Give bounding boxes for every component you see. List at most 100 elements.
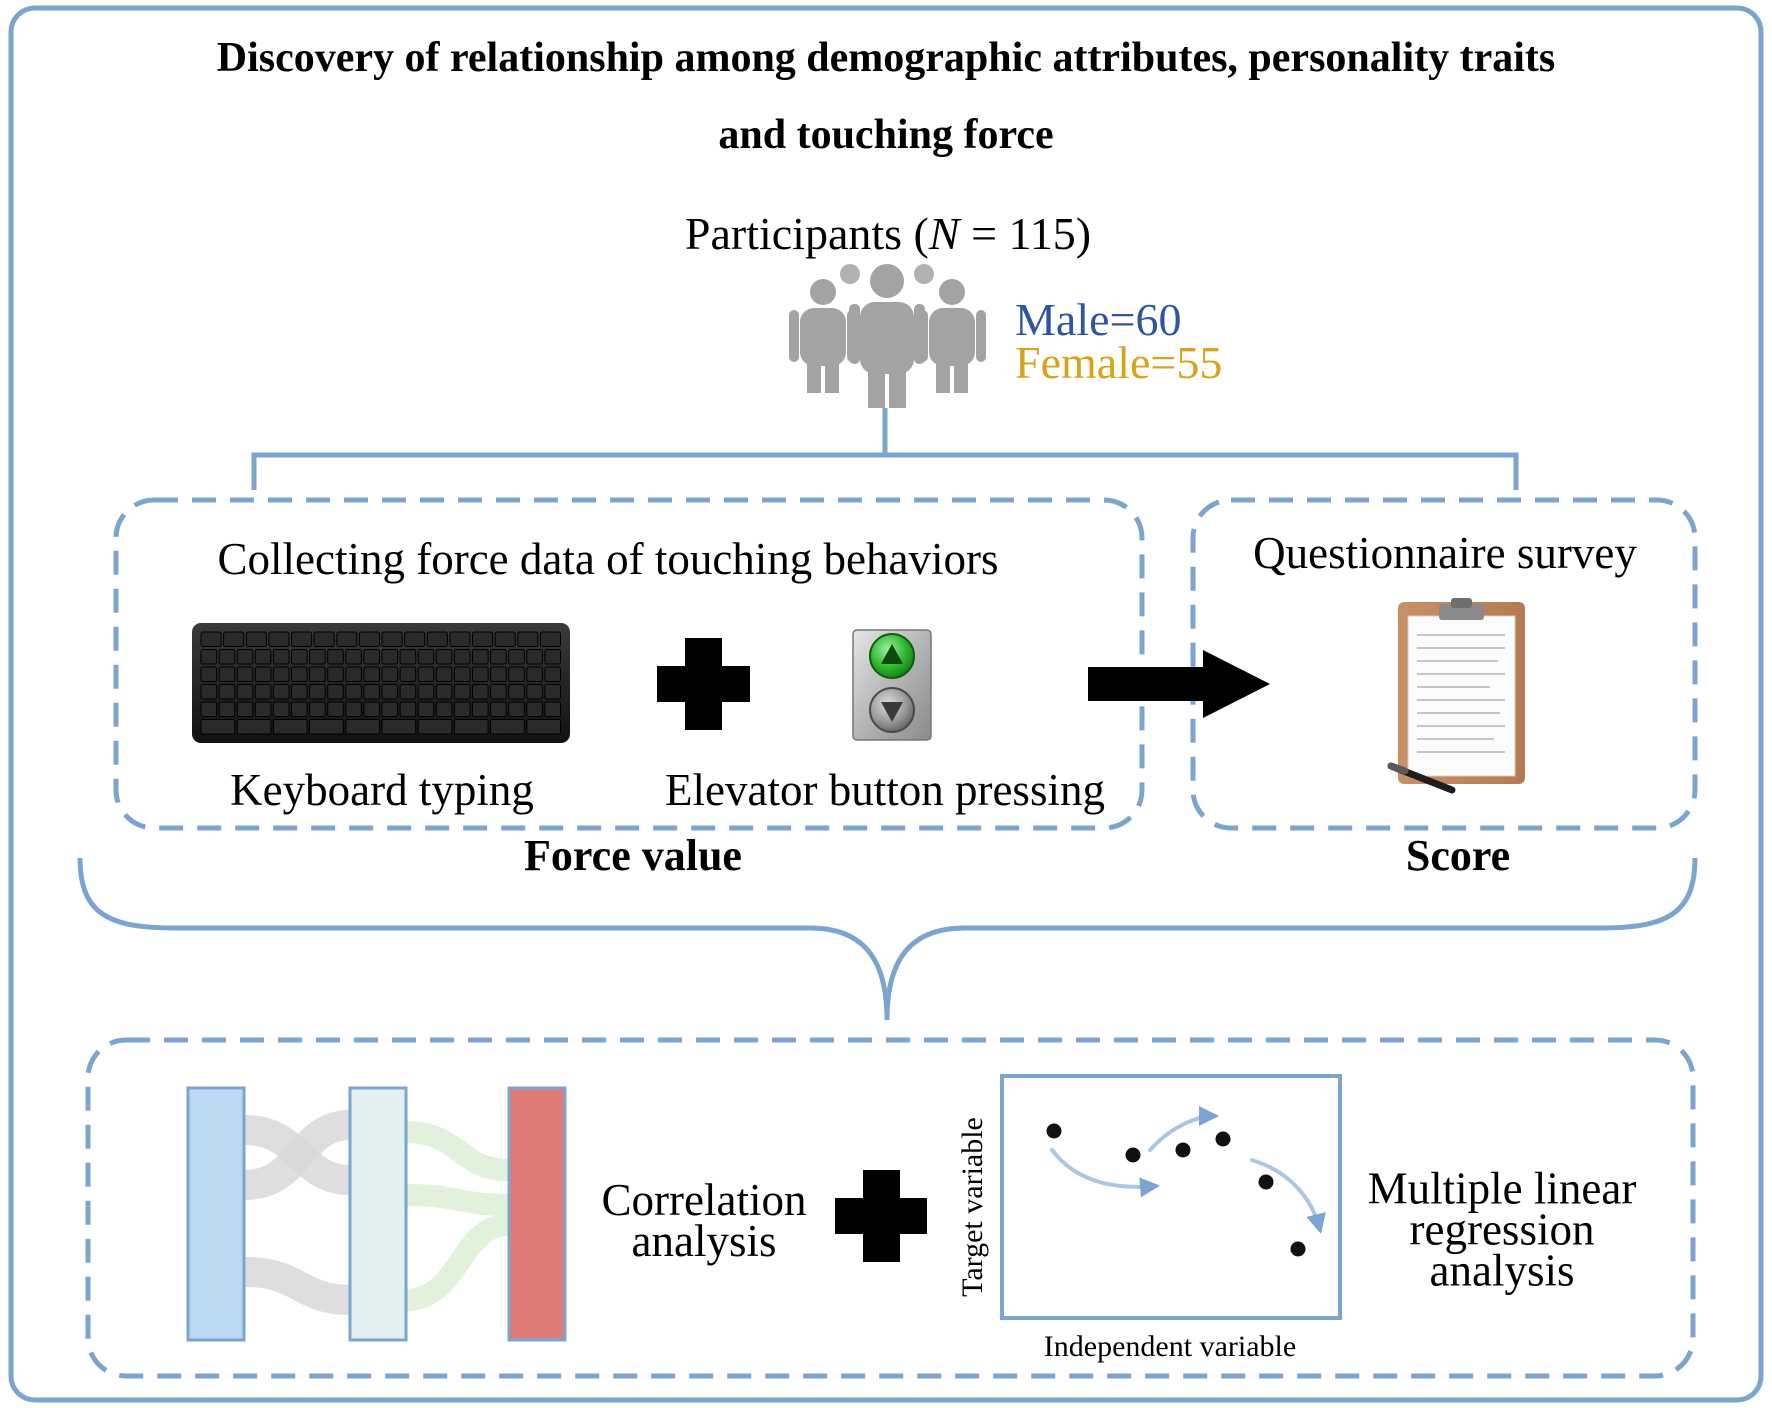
keyboard-key: [363, 684, 380, 700]
keyboard-key: [363, 666, 380, 682]
correlation-bar-3: [507, 1086, 567, 1342]
scatter-point: [1258, 1174, 1274, 1190]
keyboard-key: [399, 701, 417, 717]
keyboard-key: [453, 701, 471, 717]
keyboard-key: [200, 649, 218, 665]
keyboard-key: [291, 631, 313, 647]
keyboard-key: [417, 666, 435, 682]
keyboard-key: [435, 684, 453, 700]
keyboard-key: [268, 631, 290, 647]
keyboard-key: [309, 684, 326, 700]
keyboard-key: [245, 631, 267, 647]
keyboard-key: [200, 684, 218, 700]
keyboard-key: [218, 684, 236, 700]
keyboard-key: [399, 684, 417, 700]
keyboard-key: [526, 701, 543, 717]
keyboard-key: [363, 701, 380, 717]
keyboard-key: [472, 649, 489, 665]
keyboard-key: [453, 719, 489, 735]
keyboard-key: [472, 666, 489, 682]
keyboard-key: [526, 684, 543, 700]
keyboard-key: [544, 649, 562, 665]
keyboard-key: [291, 666, 308, 682]
plus-icon: [657, 638, 750, 730]
force-panel-frame: [113, 497, 1145, 831]
keyboard-key: [435, 701, 453, 717]
keyboard-typing-label: Keyboard typing: [230, 765, 534, 815]
keyboard-key: [291, 684, 308, 700]
participants-label-n: N: [928, 208, 960, 259]
diagram-title-line1: Discovery of relationship among demograp…: [216, 35, 1556, 81]
keyboard-key: [291, 649, 308, 665]
force-panel-title: Collecting force data of touching behavi…: [217, 534, 999, 584]
keyboard-key: [218, 649, 236, 665]
correlation-graphic: [186, 1086, 567, 1342]
correlation-label-line2: analysis: [631, 1216, 777, 1266]
keyboard-key: [381, 666, 399, 682]
keyboard-key: [544, 666, 562, 682]
clipboard-icon: [1387, 598, 1525, 794]
elevator-button-icon: [852, 629, 932, 741]
scatter-point: [1290, 1241, 1306, 1257]
keyboard-key: [449, 631, 471, 647]
keyboard-key: [472, 631, 494, 647]
keyboard-key: [381, 649, 399, 665]
keyboard-key: [417, 719, 453, 735]
people-group-icon: [789, 264, 986, 408]
keyboard-key: [526, 719, 561, 735]
keyboard-key: [435, 666, 453, 682]
keyboard-key: [472, 701, 489, 717]
keyboard-key: [200, 631, 222, 647]
keyboard-key: [345, 666, 362, 682]
keyboard-key: [345, 719, 380, 735]
keyboard-key: [363, 649, 380, 665]
regression-plot-frame: [1000, 1074, 1342, 1320]
keyboard-key: [272, 666, 290, 682]
keyboard-key: [490, 649, 507, 665]
keyboard-key: [490, 684, 507, 700]
keyboard-key: [309, 649, 326, 665]
correlation-label-line1: Correlation: [601, 1175, 807, 1225]
keyboard-key: [508, 701, 525, 717]
keyboard-key: [417, 649, 435, 665]
keyboard-key: [200, 701, 218, 717]
keyboard-key: [526, 666, 543, 682]
regression-label-line1: Multiple linear: [1367, 1163, 1637, 1214]
keyboard-key: [254, 684, 272, 700]
correlation-bar-2: [348, 1086, 408, 1342]
keyboard-key: [218, 666, 236, 682]
keyboard-key: [381, 701, 399, 717]
keyboard-key: [254, 649, 272, 665]
brace-connector: [77, 857, 1698, 1021]
keyboard-key: [453, 684, 471, 700]
keyboard-key: [254, 666, 272, 682]
keyboard-key: [417, 701, 435, 717]
keyboard-key: [272, 719, 308, 735]
correlation-bar-1: [186, 1086, 246, 1342]
analysis-panel-frame: [85, 1037, 1696, 1379]
keyboard-key: [236, 719, 272, 735]
keyboard-key: [381, 631, 403, 647]
keyboard-key: [508, 684, 525, 700]
keyboard-key: [399, 649, 417, 665]
scatter-point: [1215, 1131, 1231, 1147]
diagram-title-line2: and touching force: [718, 112, 1054, 158]
keyboard-key: [336, 631, 358, 647]
keyboard-key: [404, 631, 426, 647]
keyboard-key: [435, 649, 453, 665]
regression-label-line2: regression: [1409, 1204, 1595, 1255]
keyboard-key: [200, 666, 218, 682]
outer-frame: [8, 5, 1764, 1403]
keyboard-key: [472, 684, 489, 700]
keyboard-key: [236, 701, 254, 717]
regression-label-line3: analysis: [1429, 1245, 1575, 1296]
correlation-analysis-label: Correlation analysis: [601, 1175, 807, 1266]
keyboard-key: [381, 719, 417, 735]
keyboard-key: [291, 701, 308, 717]
keyboard-key: [313, 631, 335, 647]
score-label: Score: [1405, 831, 1511, 880]
scatter-point: [1175, 1142, 1191, 1158]
keyboard-key: [345, 649, 362, 665]
male-count-label: Male=60: [1015, 294, 1182, 345]
